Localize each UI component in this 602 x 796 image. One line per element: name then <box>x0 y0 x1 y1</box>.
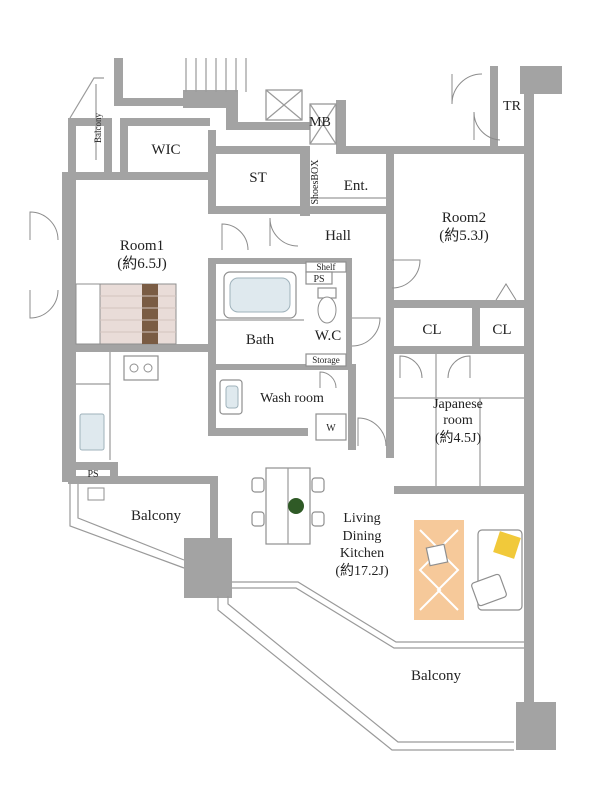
outlines <box>69 58 524 751</box>
label-ps-bath: PS <box>313 274 324 285</box>
label-ldk-line1: Living <box>343 511 380 526</box>
washer-box <box>315 413 347 441</box>
label-balcony-w: Balcony <box>131 508 181 524</box>
label-japanese-line1: Japanese <box>433 397 483 412</box>
toilet <box>317 287 337 324</box>
label-st: ST <box>249 170 267 186</box>
label-wic: WIC <box>151 142 180 158</box>
bathtub <box>216 271 304 321</box>
label-ldk-line2: Dining <box>343 529 382 544</box>
living-set <box>414 520 523 620</box>
label-ps-kitchen: PS <box>87 469 98 480</box>
mb-shaft <box>265 89 337 145</box>
label-storage: Storage <box>312 355 340 365</box>
walls <box>62 58 562 750</box>
bed <box>75 283 177 345</box>
label-shoes-box: ShoesBOX <box>310 159 321 205</box>
dining-set <box>251 467 325 545</box>
doors <box>29 73 517 447</box>
wash-basin <box>219 379 243 415</box>
label-entrance: Ent. <box>344 178 369 194</box>
label-hall: Hall <box>325 228 351 244</box>
label-cl-right: CL <box>492 322 511 338</box>
label-cl-left: CL <box>422 322 441 338</box>
label-washer: W <box>326 423 336 434</box>
label-ldk-line3: Kitchen <box>340 546 384 561</box>
labels: Balcony WIC MB TR ST ShoesBOX Ent. Room1… <box>87 99 521 684</box>
label-tr: TR <box>503 99 522 114</box>
label-room2-size: (約5.3J) <box>439 227 489 244</box>
label-room1-size: (約6.5J) <box>117 255 167 272</box>
label-japanese-size: (約4.5J) <box>435 430 482 446</box>
label-mb: MB <box>309 115 331 130</box>
label-wash-room: Wash room <box>260 391 324 406</box>
label-balcony-s: Balcony <box>411 668 461 684</box>
label-room2-name: Room2 <box>442 210 486 226</box>
label-balcony-nw: Balcony <box>93 113 103 143</box>
label-bath: Bath <box>246 332 275 348</box>
label-wc: W.C <box>315 328 342 344</box>
label-room1-name: Room1 <box>120 238 164 254</box>
label-ldk-size: (約17.2J) <box>335 563 389 579</box>
label-shelf: Shelf <box>317 262 336 272</box>
kitchen <box>76 352 159 501</box>
label-japanese-line2: room <box>443 413 473 428</box>
